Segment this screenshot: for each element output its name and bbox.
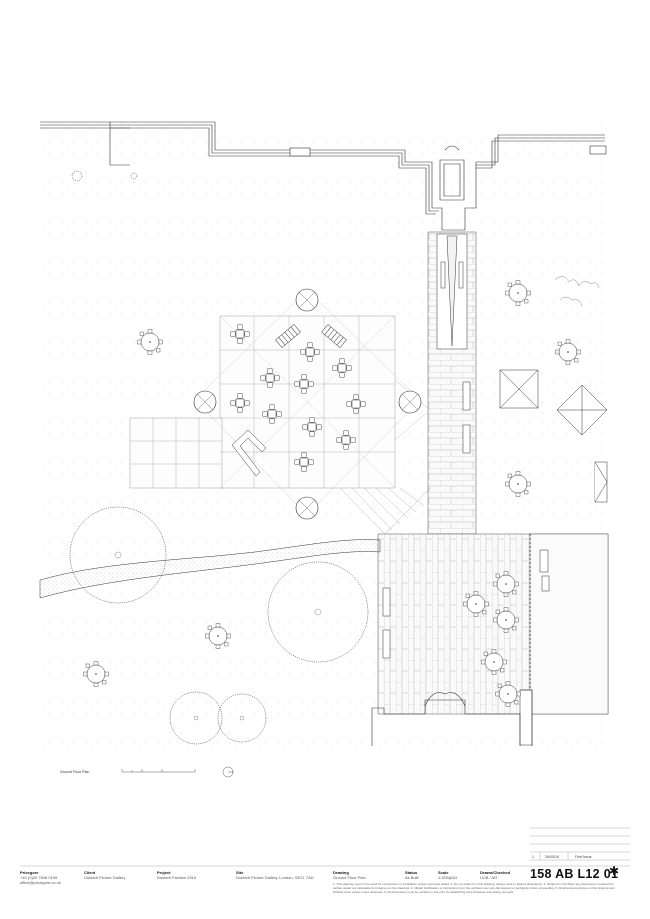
drawing-value: Ground Floor Plan (333, 875, 366, 880)
asterisk-icon: ✱ (609, 864, 620, 878)
revision-number: 1 (532, 855, 534, 859)
status-label: Status (405, 870, 418, 875)
site-block: Site Dulwich Picture Gallery, London, SE… (236, 870, 314, 880)
drawing-number: 158 AB L12 01 (530, 867, 619, 881)
drawn-value: LV/B / AO (480, 875, 498, 880)
project-block: Project Dulwich Pavilion 2019 (157, 870, 196, 880)
architect-name: Pricegore (20, 870, 39, 875)
client-block: Client Dulwich Picture Gallery (84, 870, 125, 880)
scale-label: Scale (438, 870, 449, 875)
status-value: As Built (405, 875, 419, 880)
revision-description: First Issue (575, 855, 592, 859)
client-value: Dulwich Picture Gallery (84, 875, 126, 880)
architect-email: office@pricegore.co.uk (20, 880, 61, 885)
drawn-label: Drawn/Checked (480, 870, 511, 875)
drawn-checked-block: Drawn/Checked LV/B / AO (480, 870, 510, 880)
drawing-view-label: Ground Floor Plan (60, 770, 90, 774)
site-value: Dulwich Picture Gallery, London, SE21 7A… (236, 875, 314, 880)
drawing-block: Drawing Ground Floor Plan (333, 870, 366, 880)
architect-block: Pricegore +44 (0)20 7846 0199 office@pri… (20, 870, 61, 885)
site-label: Site (236, 870, 244, 875)
revision-date: 26/05/19 (545, 855, 559, 859)
client-label: Client (84, 870, 96, 875)
project-label: Project (157, 870, 171, 875)
drawing-notes: 1. This drawing must not be used for con… (333, 882, 615, 894)
scale-block: Scale 1:200@A3 (438, 870, 457, 880)
architect-phone: +44 (0)20 7846 0199 (20, 875, 58, 880)
drawing-label: Drawing (333, 870, 349, 875)
scale-value: 1:200@A3 (438, 875, 457, 880)
status-block: Status As Built (405, 870, 419, 880)
project-value: Dulwich Pavilion 2019 (157, 875, 197, 880)
